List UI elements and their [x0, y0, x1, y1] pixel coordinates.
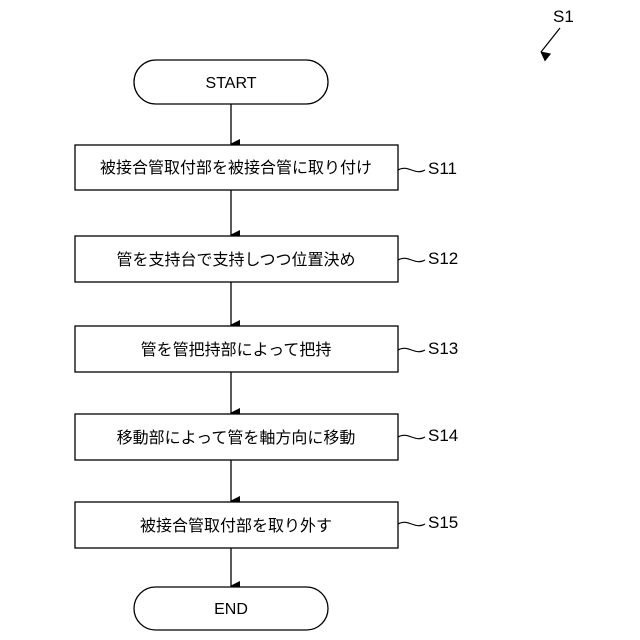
- process-text-s11: 被接合管取付部を被接合管に取り付け: [100, 158, 372, 177]
- leader-s11: [398, 168, 425, 171]
- process-text-s13: 管を管把持部によって把持: [141, 340, 332, 359]
- end-label: END: [214, 601, 248, 618]
- process-text-s15: 被接合管取付部を取り外す: [140, 516, 332, 535]
- leader-s12: [398, 258, 425, 261]
- leader-s15: [398, 522, 425, 525]
- leader-s13: [398, 348, 425, 351]
- process-text-s14: 移動部によって管を軸方向に移動: [117, 428, 356, 447]
- figure-label-arrow: [541, 28, 560, 52]
- process-text-s12: 管を支持台で支持しつつ位置決め: [116, 250, 355, 269]
- step-label-s12: S12: [428, 249, 458, 268]
- step-label-s11: S11: [428, 159, 457, 178]
- figure-label: S1: [553, 7, 574, 26]
- start-label: START: [206, 75, 257, 92]
- step-label-s15: S15: [428, 513, 458, 532]
- leader-s14: [398, 435, 425, 438]
- step-label-s13: S13: [428, 339, 458, 358]
- step-label-s14: S14: [428, 426, 458, 445]
